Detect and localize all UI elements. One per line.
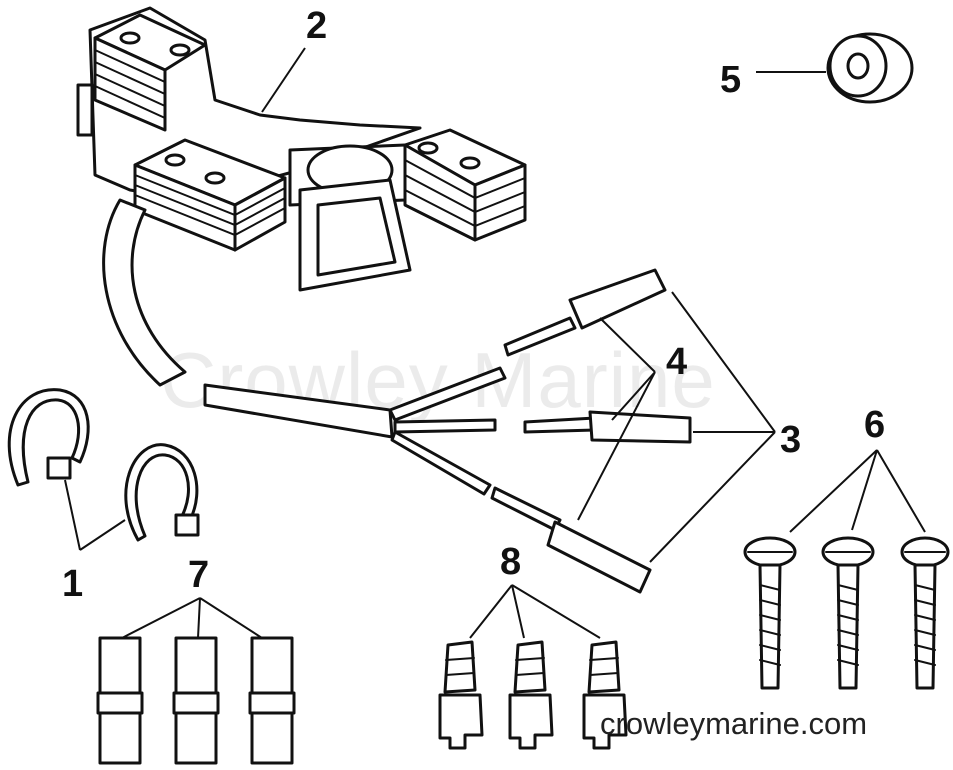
callout-7: 7 <box>188 554 209 596</box>
grommet <box>826 32 914 104</box>
callout-4: 4 <box>666 341 687 383</box>
callout-8: 8 <box>500 541 521 583</box>
watermark-footer: crowleymarine.com <box>600 706 868 741</box>
stator-assembly <box>76 6 527 292</box>
callout-6: 6 <box>864 404 885 446</box>
cable-ties <box>7 388 200 542</box>
callout-1: 1 <box>62 563 83 605</box>
callout-5: 5 <box>720 59 741 101</box>
callout-3: 3 <box>780 419 801 461</box>
wire-harness <box>102 198 692 594</box>
leader-lines <box>64 47 926 639</box>
sleeve-connectors <box>96 636 296 765</box>
callout-2: 2 <box>306 5 327 47</box>
screws <box>743 536 950 690</box>
terminals <box>438 640 628 750</box>
